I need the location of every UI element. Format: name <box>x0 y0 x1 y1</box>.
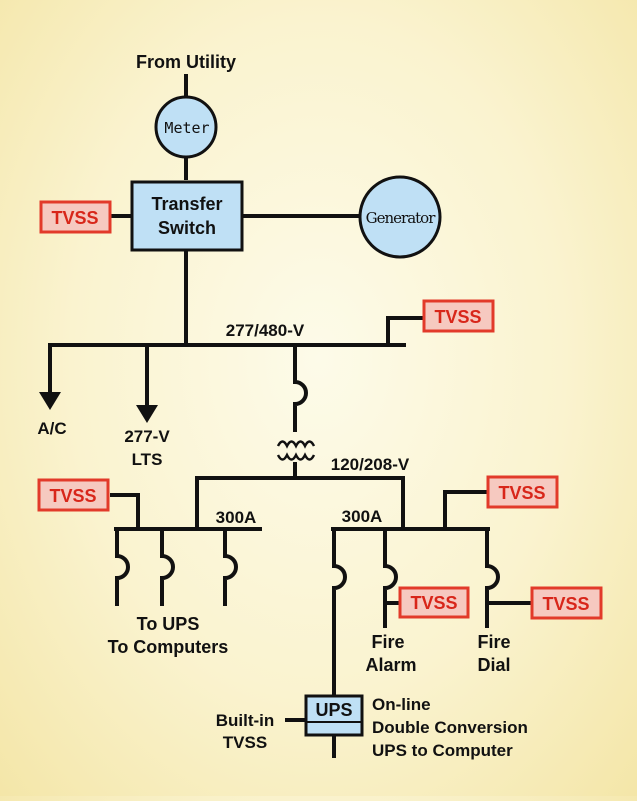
left-panel-caption-line1: To UPS <box>137 614 200 634</box>
meter-label: Meter <box>164 119 209 137</box>
right-panel-tvss-wire <box>443 490 488 529</box>
svg-text:TVSS: TVSS <box>410 593 457 613</box>
tvss-right-panel: TVSS <box>486 475 559 509</box>
fire-dial-line1: Fire <box>477 632 510 652</box>
ac-arrow <box>39 392 61 410</box>
left-breaker-2 <box>160 529 175 606</box>
generator-label: Generator <box>366 209 437 227</box>
svg-text:TVSS: TVSS <box>51 208 98 228</box>
tvss-left-panel: TVSS <box>37 478 110 512</box>
right-panel-rating: 300A <box>342 507 383 526</box>
main-bus-tvss-wire <box>386 316 424 345</box>
ups-box <box>304 694 364 737</box>
left-panel-caption-line2: To Computers <box>108 637 229 657</box>
lts-label-line2: LTS <box>132 450 163 469</box>
tvss-main-bus: TVSS <box>422 299 495 333</box>
fire-alarm-line1: Fire <box>371 632 404 652</box>
fire-alarm-breaker <box>383 529 398 628</box>
ups-builtin-line1: Built-in <box>216 711 275 730</box>
fire-alarm-line2: Alarm <box>365 655 416 675</box>
tvss-fire-alarm: TVSS <box>398 586 470 619</box>
transfer-switch-line1: Transfer <box>151 194 222 214</box>
meter-circle <box>154 95 218 159</box>
tvss-fire-dial: TVSS <box>530 586 603 620</box>
left-breaker-3 <box>223 529 238 606</box>
lts-label-line1: 277-V <box>124 427 170 446</box>
transfer-switch-line2: Switch <box>158 218 216 238</box>
transformer-coil-primary <box>276 440 316 449</box>
main-bus-voltage: 277/480-V <box>226 321 305 340</box>
ups-desc-line2: Double Conversion <box>372 718 528 737</box>
transfer-switch-box <box>130 180 244 252</box>
ups-desc-line1: On-line <box>372 695 431 714</box>
svg-text:TVSS: TVSS <box>542 594 589 614</box>
generator-circle <box>358 175 442 259</box>
fire-dial-breaker <box>485 529 500 628</box>
secondary-bus-voltage: 120/208-V <box>331 455 410 474</box>
svg-text:TVSS: TVSS <box>434 307 481 327</box>
tvss-switch: TVSS <box>39 200 112 234</box>
ac-label: A/C <box>37 419 66 438</box>
source-label: From Utility <box>136 52 236 72</box>
ups-desc-line3: UPS to Computer <box>372 741 513 760</box>
ups-label: UPS <box>315 700 352 720</box>
left-panel-tvss-wire <box>110 493 140 529</box>
lts-arrow <box>136 405 158 423</box>
svg-text:TVSS: TVSS <box>49 486 96 506</box>
svg-text:TVSS: TVSS <box>498 483 545 503</box>
ups-breaker <box>332 529 347 696</box>
transformer-coil-secondary <box>276 452 316 461</box>
ups-builtin-line2: TVSS <box>223 733 267 752</box>
transformer-breaker <box>293 345 308 432</box>
left-panel-rating: 300A <box>216 508 257 527</box>
left-breaker-1 <box>115 529 130 606</box>
fire-dial-line2: Dial <box>477 655 510 675</box>
